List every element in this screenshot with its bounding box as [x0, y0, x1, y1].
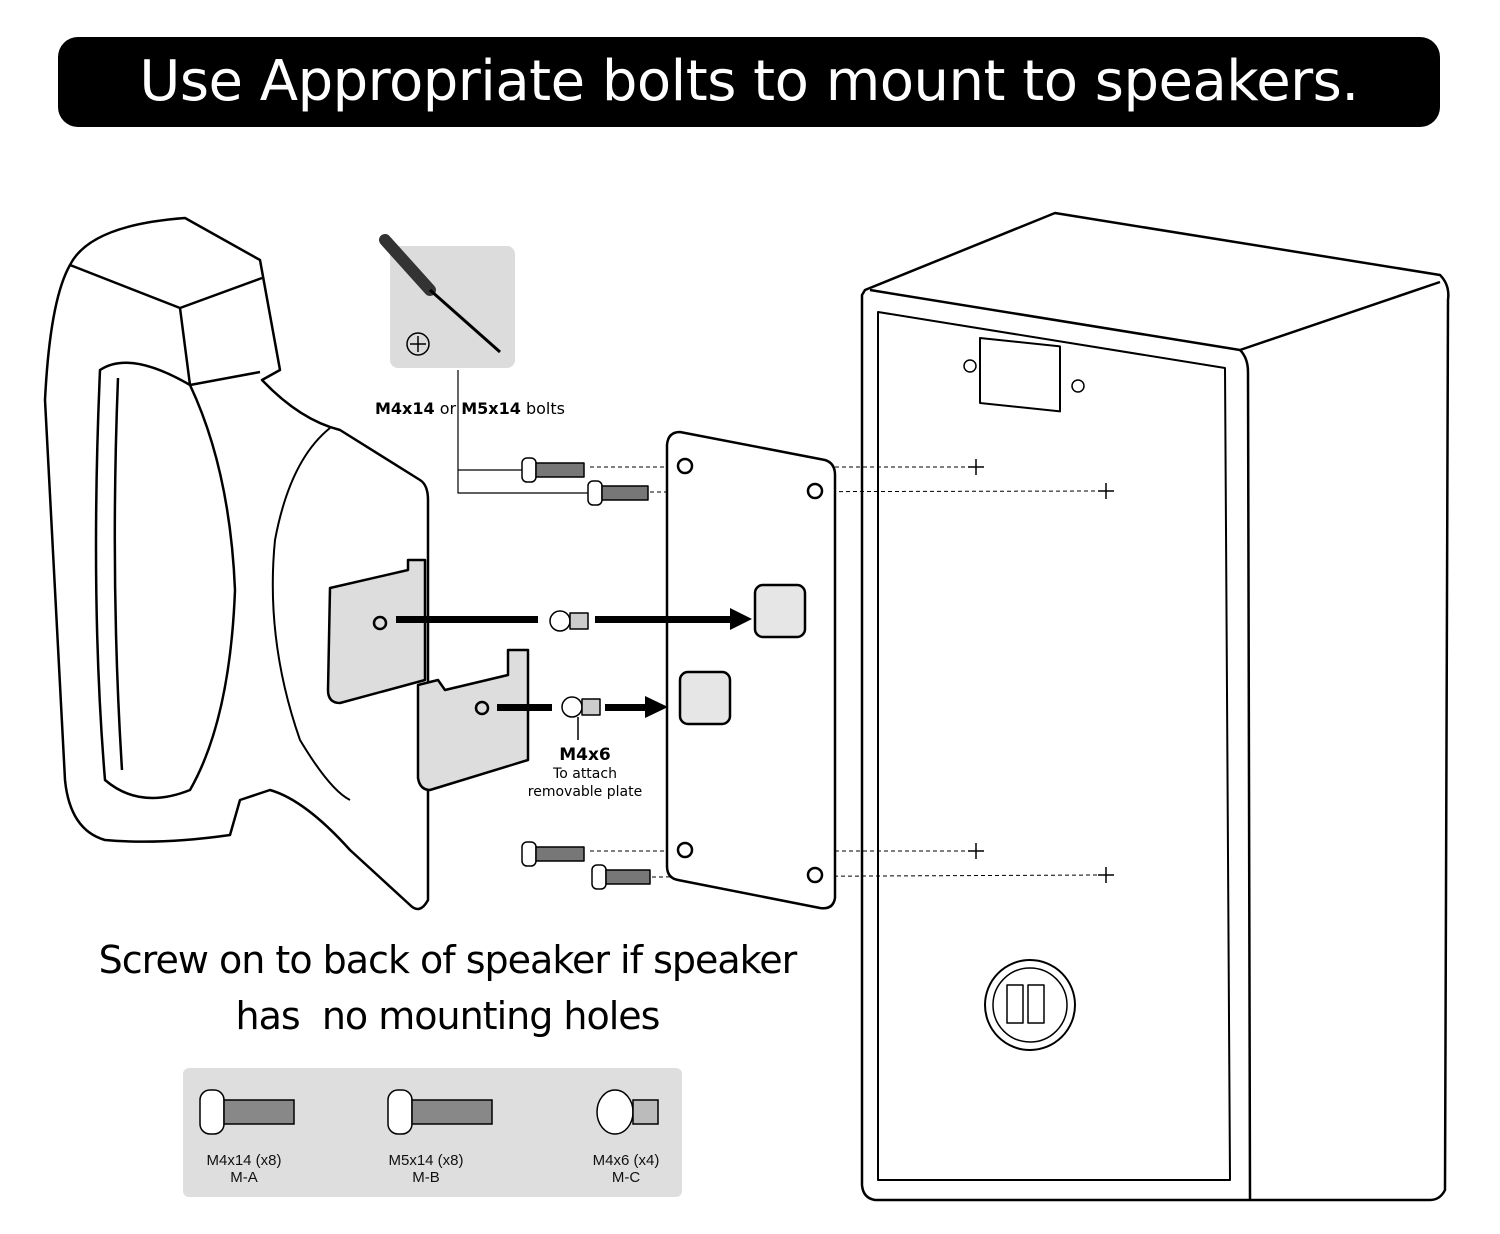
title-banner: Use Appropriate bolts to mount to speake…	[58, 37, 1440, 127]
part-m-b: M5x14 (x8)M-B	[346, 1152, 506, 1186]
small-bolt-desc-1: To attach	[553, 766, 617, 782]
bolts-callout: M4x14 or M5x14 bolts	[375, 399, 565, 418]
part-m-c: M4x6 (x4)M-C	[546, 1152, 706, 1186]
bolt-size-b: M5x14	[461, 399, 521, 418]
m4x14-bolts	[457, 370, 651, 890]
small-bolt-callout: M4x6 To attach removable plate	[528, 745, 642, 801]
bolt-icons	[199, 1089, 659, 1135]
part-m-a: M4x14 (x8)M-A	[164, 1152, 324, 1186]
part-code: M-B	[412, 1169, 440, 1186]
small-bolt-desc-2: removable plate	[527, 784, 643, 800]
note-line-2: has no mounting holes	[235, 994, 661, 1038]
part-size: M4x14 (x8)	[206, 1152, 282, 1169]
direction-arrows	[396, 608, 752, 718]
bolt-or: or	[439, 399, 457, 418]
note-line-1: Screw on to back of speaker if speaker	[98, 938, 798, 982]
title-text: Use Appropriate bolts to mount to speake…	[139, 49, 1359, 114]
speaker-cabinet	[860, 211, 1450, 1202]
wall-plate	[665, 430, 837, 910]
part-size: M5x14 (x8)	[388, 1152, 464, 1169]
part-code: M-A	[230, 1169, 258, 1186]
bolt-size-a: M4x14	[375, 399, 435, 418]
part-code: M-C	[611, 1169, 641, 1186]
part-size: M4x6 (x4)	[592, 1152, 660, 1169]
m4x6-bolts	[549, 610, 601, 740]
speaker-bracket	[43, 216, 530, 911]
screwdriver-icon	[379, 234, 515, 368]
parts-panel: M4x14 (x8)M-A M5x14 (x8)M-B M4x6 (x4)M-C	[183, 1068, 682, 1197]
bolt-suffix: bolts	[525, 399, 565, 418]
small-bolt-size: M4x6	[559, 745, 611, 765]
